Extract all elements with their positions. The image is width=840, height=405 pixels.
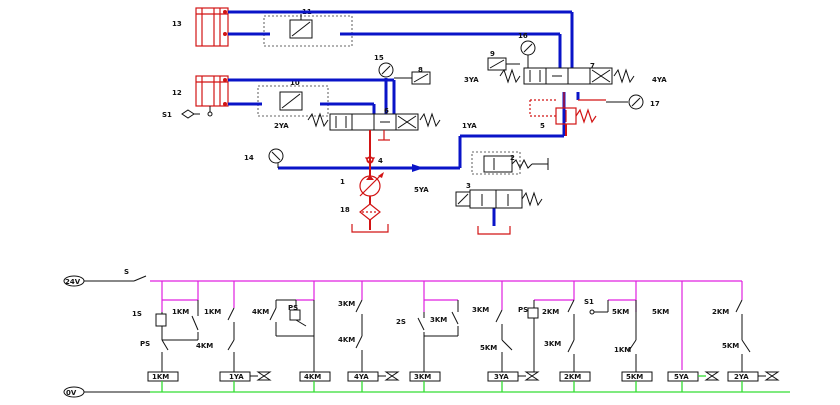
label-10: 10 — [290, 79, 300, 87]
label-16: 16 — [518, 32, 528, 40]
gauge-17 — [606, 94, 644, 110]
check-valve-4 — [364, 156, 376, 166]
rung-5 — [409, 300, 459, 392]
coil-3km: 3KM — [414, 373, 431, 381]
contact-1km-b: 1KM — [204, 308, 221, 316]
gauge-15 — [378, 62, 394, 78]
valve-3 — [455, 189, 543, 209]
switch-s-label: S — [124, 268, 129, 276]
label-12: 12 — [172, 89, 182, 97]
load-2ya: 2YA — [734, 373, 749, 381]
contact-1km-a: 1KM — [172, 308, 189, 316]
load-4ya: 4YA — [354, 373, 369, 381]
flow-arrow-icon — [412, 164, 424, 172]
contact-3km-c: 3KM — [472, 306, 489, 314]
relief-valve-5 — [529, 92, 606, 136]
contact-2s: 2S — [396, 318, 406, 326]
supply-drops — [161, 281, 743, 370]
valve-2 — [471, 151, 549, 175]
label-6: 6 — [384, 107, 389, 115]
hydraulic-circuit: 13 12 S1 11 — [162, 7, 667, 235]
directional-valve-7 — [499, 67, 635, 85]
label-1ya: 1YA — [462, 122, 477, 130]
cylinder-12 — [195, 75, 229, 117]
pressure-switch-8 — [394, 71, 431, 85]
load-3ya: 3YA — [494, 373, 509, 381]
load-1ya: 1YA — [229, 373, 244, 381]
label-9: 9 — [490, 50, 495, 58]
supply-rail — [63, 275, 742, 287]
cylinder-13 — [195, 7, 229, 47]
contact-4km-c: 4KM — [338, 336, 355, 344]
contact-5km-c: 5KM — [652, 308, 669, 316]
rung-7 — [559, 299, 591, 392]
label-5ya: 5YA — [414, 186, 429, 194]
rung-2 — [219, 307, 272, 392]
coil-1km: 1KM — [152, 373, 169, 381]
contact-2km-b: 2KM — [712, 308, 729, 316]
label-s1: S1 — [162, 111, 172, 119]
contact-1s: 1S — [132, 310, 142, 318]
sensor-s1 — [181, 109, 200, 119]
rung-6 — [487, 300, 540, 392]
contact-5km-b: 5KM — [612, 308, 629, 316]
contact-4km-b: 4KM — [252, 308, 269, 316]
valve-11 — [263, 14, 353, 47]
contact-s1: S1 — [584, 298, 594, 306]
tank-valve3 — [477, 226, 511, 235]
pump-1 — [359, 172, 384, 204]
label-17: 17 — [650, 100, 660, 108]
contact-3km-a: 3KM — [338, 300, 355, 308]
label-13: 13 — [172, 20, 182, 28]
contact-3km-d: 3KM — [544, 340, 561, 348]
contact-ps-c: PS — [518, 306, 528, 314]
label-2ya: 2YA — [274, 122, 289, 130]
ground-rail — [63, 386, 790, 398]
contact-2km-a: 2KM — [542, 308, 559, 316]
ground-label: 0V — [66, 389, 77, 397]
rung-10 — [727, 299, 780, 392]
label-4: 4 — [378, 157, 383, 165]
supply-label: 24V — [65, 278, 81, 286]
label-18: 18 — [340, 206, 350, 214]
filter-18 — [351, 203, 389, 233]
directional-valve-6 — [307, 112, 441, 131]
label-14: 14 — [244, 154, 254, 162]
load-5ya: 5YA — [674, 373, 689, 381]
label-7: 7 — [590, 62, 595, 70]
contact-5km-a: 5KM — [480, 344, 497, 352]
coil-5km: 5KM — [626, 373, 643, 381]
label-3ya: 3YA — [464, 76, 479, 84]
valve-10 — [257, 85, 329, 117]
coil-2km: 2KM — [564, 373, 581, 381]
rung-1 — [147, 300, 199, 392]
gauge-16 — [520, 40, 536, 68]
contact-ps-a: PS — [140, 340, 150, 348]
electrical-circuit: 24V S 0V — [63, 268, 790, 398]
contact-1km-c: 1KM — [614, 346, 631, 354]
label-2: 2 — [510, 154, 515, 162]
rung-8 — [589, 300, 653, 392]
label-1: 1 — [340, 178, 345, 186]
contact-ps-b: PS — [288, 304, 298, 312]
label-15: 15 — [374, 54, 384, 62]
label-4ya: 4YA — [652, 76, 667, 84]
pressure-switch-9 — [487, 57, 520, 71]
rung-3 — [269, 299, 331, 392]
gauge-14 — [268, 148, 284, 168]
rung-4 — [347, 299, 400, 392]
contact-4km-a: 4KM — [196, 342, 213, 350]
label-3: 3 — [466, 182, 471, 190]
contact-3km-b: 3KM — [430, 316, 447, 324]
label-5: 5 — [540, 122, 545, 130]
coil-4km: 4KM — [304, 373, 321, 381]
rung-9 — [667, 371, 720, 392]
contact-5km-d: 5KM — [722, 342, 739, 350]
label-8: 8 — [418, 66, 423, 74]
